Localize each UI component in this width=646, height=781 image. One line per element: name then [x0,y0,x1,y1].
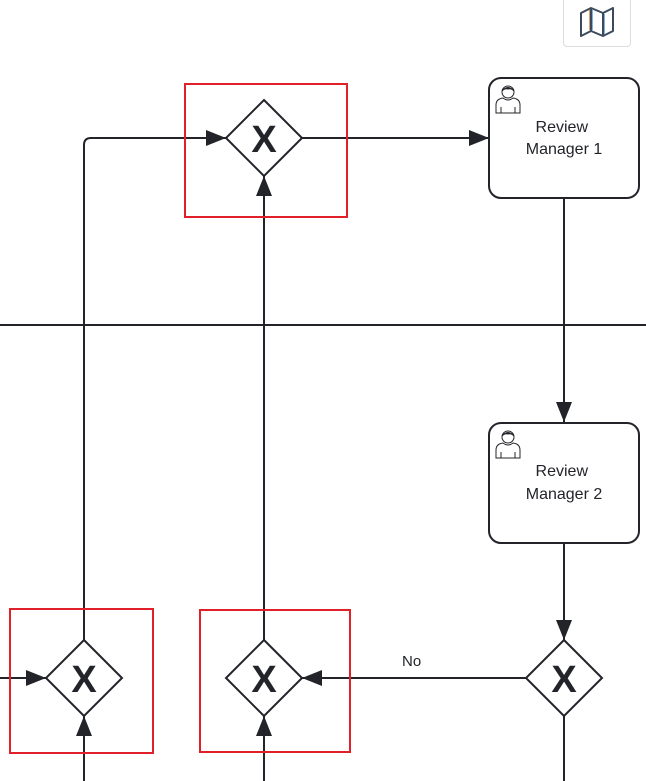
gateway-marker: X [551,659,577,701]
task-label-line: Review [536,463,589,480]
task-label-line: Review [536,119,589,136]
gateway-marker: X [251,119,277,161]
highlight-box [199,609,351,753]
gateway-top[interactable]: X [224,98,304,178]
task-label-line: Manager 1 [526,141,603,158]
gateway-marker: X [251,659,277,701]
task-review-manager-1[interactable]: Review Manager 1 [488,77,640,199]
task-label-line: Manager 2 [526,486,603,503]
map-icon [580,6,614,37]
gateway-bottom-middle[interactable]: X [224,638,304,718]
sequence-flow[interactable] [83,130,226,640]
highlight-box [184,83,348,218]
gateway-diamond [44,638,124,718]
gateway-diamond [524,638,604,718]
task-review-manager-2[interactable]: Review Manager 2 [488,422,640,544]
gateway-diamond [224,638,304,718]
task-box [488,77,640,199]
minimap-toggle-button[interactable] [563,0,631,47]
gateway-bottom-right[interactable]: X [524,638,604,718]
user-icon [495,430,521,459]
highlight-box [9,608,154,754]
task-box [488,422,640,544]
task-label: Review Manager 2 [526,463,603,503]
user-icon [495,85,521,114]
flow-label-no: No [402,653,421,670]
gateway-marker: X [71,659,97,701]
gateway-bottom-left[interactable]: X [44,638,124,718]
gateway-diamond [224,98,304,178]
task-label: Review Manager 1 [526,119,603,158]
